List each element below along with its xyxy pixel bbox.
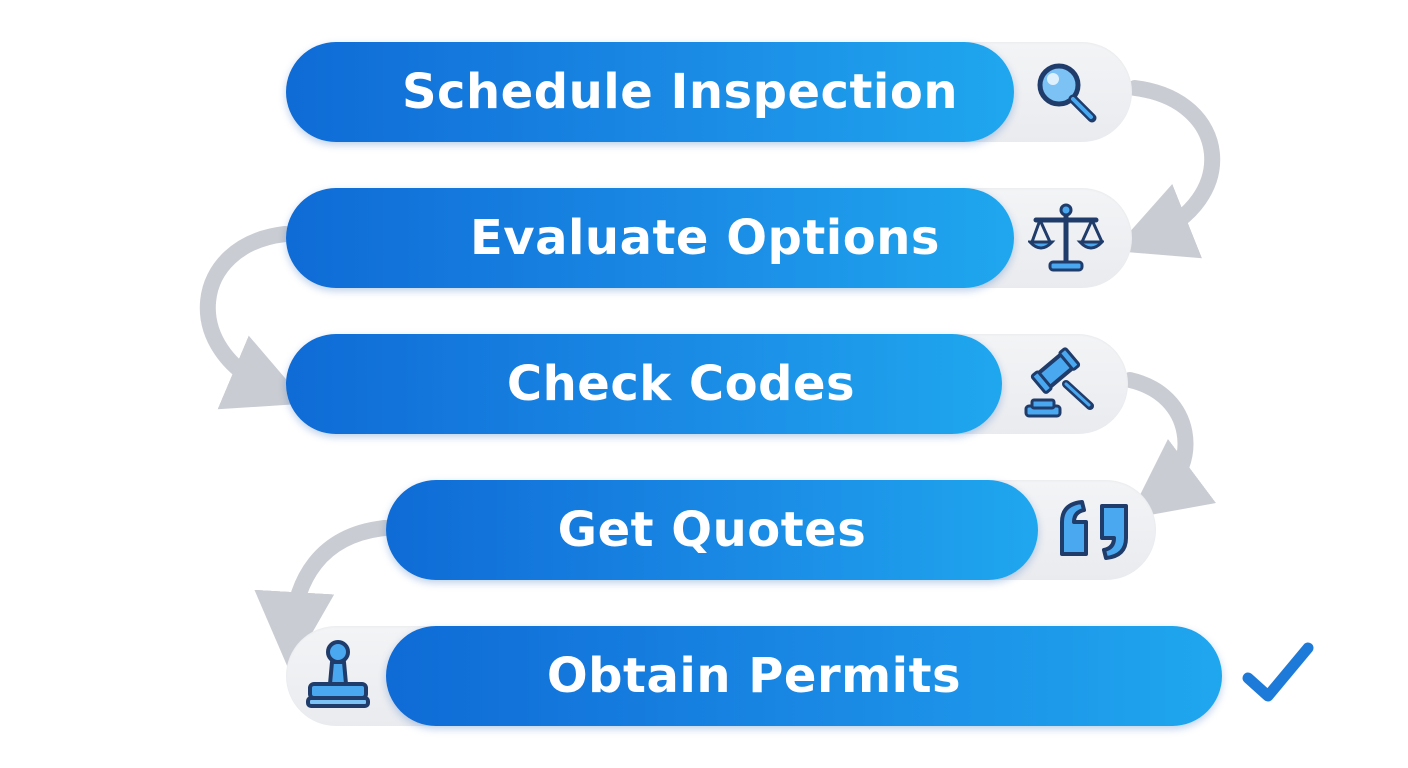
magnifying-glass-icon — [1028, 54, 1104, 130]
step-evaluate-options[interactable]: Evaluate Options — [286, 188, 1014, 288]
step-label: Obtain Permits — [546, 648, 962, 704]
curved-arrow-icon — [199, 226, 307, 410]
step-check-codes[interactable]: Check Codes — [286, 334, 1002, 434]
step-label: Schedule Inspection — [401, 64, 958, 120]
balance-scale-icon — [1028, 200, 1104, 276]
step-schedule-inspection[interactable]: Schedule Inspection — [286, 42, 1014, 142]
gavel-icon — [1022, 346, 1098, 422]
step-label: Check Codes — [506, 356, 856, 412]
checkmark-icon — [1238, 638, 1314, 714]
curved-arrow-icon — [1112, 80, 1221, 259]
rubber-stamp-icon — [300, 638, 376, 714]
curved-arrow-icon — [1122, 372, 1217, 520]
step-get-quotes[interactable]: Get Quotes — [386, 480, 1038, 580]
curved-arrow-icon — [254, 520, 393, 672]
quotation-mark-icon — [1056, 492, 1132, 568]
step-obtain-permits[interactable]: Obtain Permits — [386, 626, 1222, 726]
step-label: Evaluate Options — [470, 210, 940, 266]
step-label: Get Quotes — [557, 502, 867, 558]
